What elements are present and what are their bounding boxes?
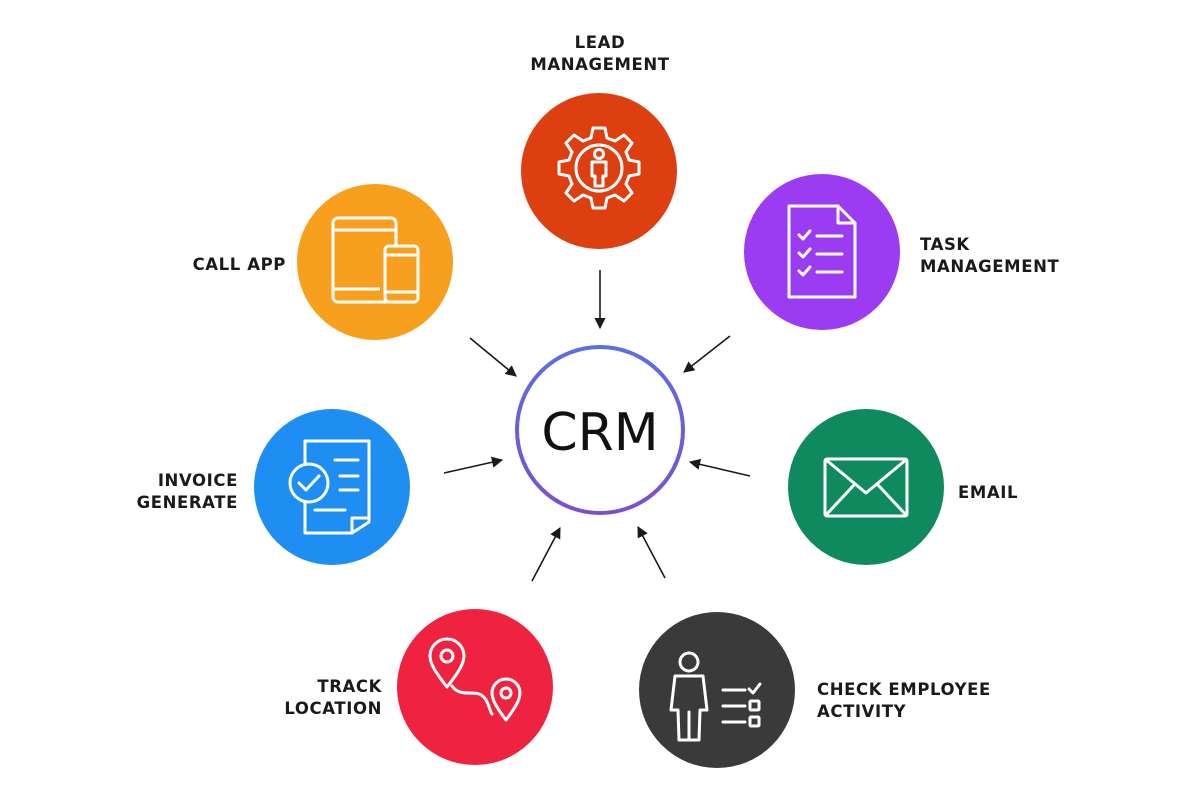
label-line: ACTIVITY — [817, 702, 907, 721]
gear-person-icon — [557, 126, 641, 210]
route-pins-icon — [428, 637, 522, 722]
label-line: MANAGEMENT — [920, 257, 1060, 276]
node-check-employee-activity — [639, 612, 795, 768]
arrow-task — [683, 335, 731, 373]
arrow-track — [531, 527, 561, 582]
label-line: TASK — [920, 235, 970, 254]
arrow-email — [688, 458, 751, 477]
label-line: TRACK — [317, 677, 382, 696]
crm-ring — [515, 345, 685, 515]
label-line: CHECK EMPLOYEE — [817, 680, 991, 699]
label-lead-management: LEAD MANAGEMENT — [500, 32, 700, 76]
check-circle — [639, 612, 795, 768]
label-track-location: TRACK LOCATION — [230, 676, 382, 720]
label-line: CALL APP — [192, 255, 286, 274]
label-invoice-generate: INVOICE GENERATE — [100, 470, 238, 514]
task-circle — [744, 174, 900, 330]
crm-label: CRM — [541, 403, 658, 463]
label-line: MANAGEMENT — [530, 55, 670, 74]
node-task-management — [744, 174, 900, 330]
label-task-management: TASK MANAGEMENT — [920, 234, 1059, 278]
label-call-app: CALL APP — [150, 254, 286, 276]
node-lead-management — [521, 93, 677, 249]
tablet-phone-icon — [331, 216, 420, 304]
checklist-document-icon — [787, 204, 857, 299]
node-invoice-generate — [254, 409, 410, 565]
track-circle — [397, 609, 553, 765]
arrow-call — [469, 337, 517, 377]
email-circle — [788, 409, 944, 565]
label-email: EMAIL — [958, 482, 1018, 504]
label-line: LOCATION — [284, 699, 382, 718]
envelope-icon — [823, 457, 909, 518]
crm-center: CRM — [515, 345, 685, 515]
person-checklist-icon — [669, 651, 762, 742]
lead-circle — [521, 93, 677, 249]
invoice-circle — [254, 409, 410, 565]
invoice-check-icon — [288, 439, 371, 535]
arrow-check — [637, 526, 666, 579]
call-circle — [297, 184, 453, 340]
label-line: EMAIL — [958, 483, 1019, 502]
node-track-location — [397, 609, 553, 765]
node-call-app — [297, 184, 453, 340]
label-check-employee-activity: CHECK EMPLOYEE ACTIVITY — [817, 679, 991, 723]
label-line: LEAD — [574, 33, 626, 52]
arrow-invoice — [443, 456, 504, 474]
arrows — [443, 270, 751, 582]
label-line: GENERATE — [136, 493, 238, 512]
label-line: INVOICE — [157, 471, 238, 490]
node-email — [788, 409, 944, 565]
